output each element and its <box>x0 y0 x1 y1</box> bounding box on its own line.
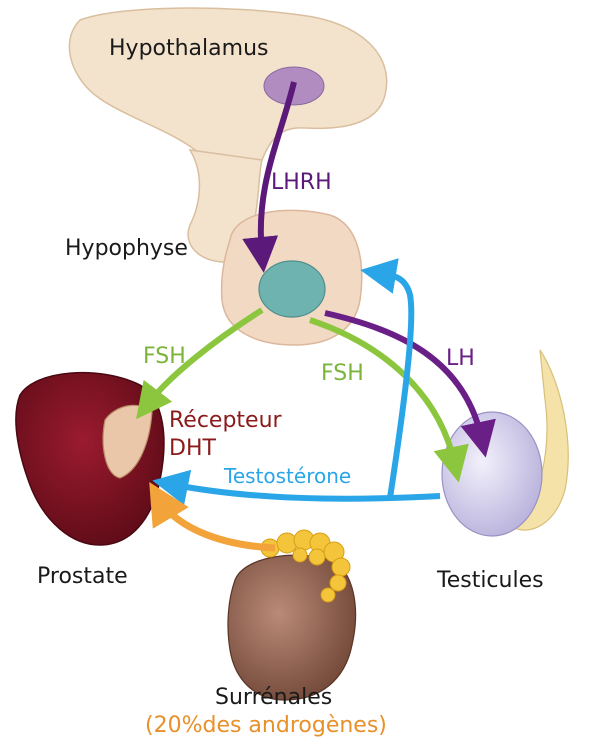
lh-label: LH <box>446 348 475 370</box>
recepteur-label: Récepteur <box>169 410 282 432</box>
lhrh-label: LHRH <box>271 172 332 194</box>
prostate-organ <box>16 373 164 545</box>
testosterone-feedback-arrow <box>378 273 411 498</box>
prostate-label: Prostate <box>37 566 128 588</box>
androgenes-label: (20%des androgènes) <box>145 715 387 737</box>
testicle-organ <box>442 350 568 536</box>
fsh-left-label: FSH <box>143 346 186 368</box>
surrenales-label: Surrénales <box>215 687 332 709</box>
adrenal-arrow <box>160 500 275 548</box>
pituitary-node <box>259 261 325 317</box>
hypophyse-label: Hypophyse <box>65 238 188 260</box>
adrenal-organ <box>228 530 356 700</box>
fsh-right-label: FSH <box>321 363 364 385</box>
fsh-arrow-right <box>310 320 455 465</box>
dht-label: DHT <box>169 438 216 460</box>
testosterone-label: Testostérone <box>224 466 351 486</box>
testicules-label: Testicules <box>437 570 544 592</box>
hypothalamus-label: Hypothalamus <box>109 38 268 60</box>
